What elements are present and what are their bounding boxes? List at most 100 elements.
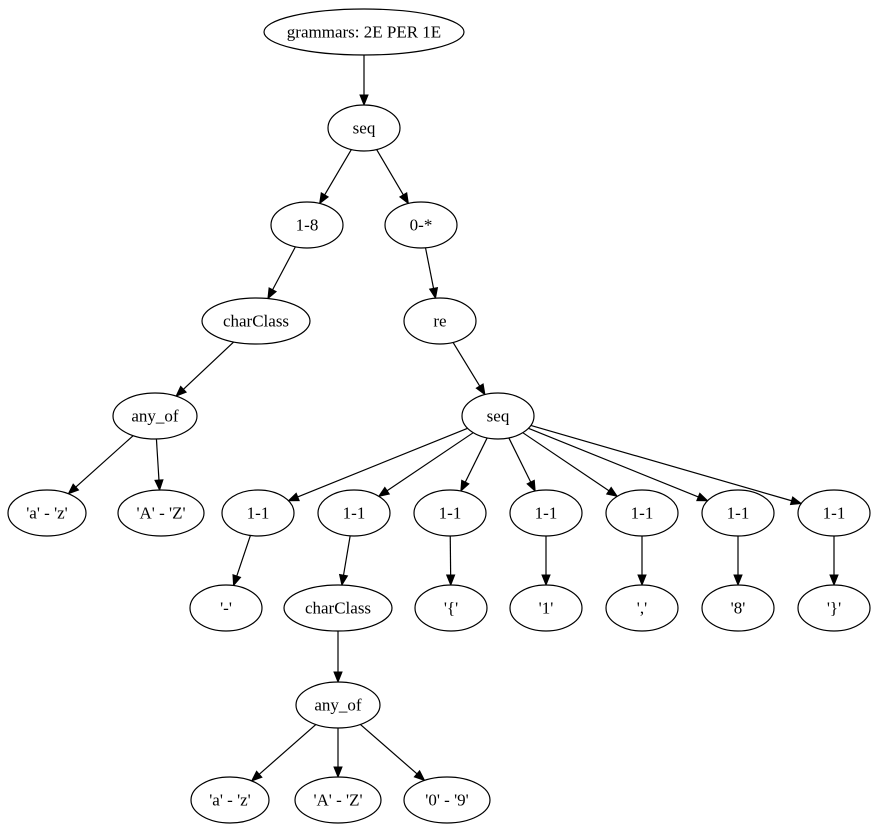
node-ellipse (414, 584, 488, 632)
edge-seq2-to-r11b (377, 432, 474, 498)
arrowhead (526, 479, 536, 493)
node-label: 1-8 (296, 216, 319, 235)
edge-line (424, 247, 435, 289)
node-symbol: '-' (189, 584, 263, 632)
node-label: any_of (314, 696, 362, 715)
arrowhead (250, 770, 263, 782)
node-ellipse (189, 584, 263, 632)
node-charclass: charClass (283, 584, 393, 632)
arrowhead (232, 574, 242, 587)
node-ellipse (117, 489, 205, 537)
node-ellipse (295, 681, 381, 729)
node-1-1: 1-1 (317, 489, 391, 537)
edge-line (297, 427, 468, 498)
arrowhead (398, 192, 410, 205)
nodes-layer: grammars: 2E PER 1E seq 1-8 0-* charClass re a… (7, 8, 871, 824)
node-ellipse (701, 489, 775, 537)
edge-re-to-seq2 (452, 342, 486, 396)
node-ellipse (294, 776, 382, 824)
edge-line (155, 438, 160, 481)
node-label: seq (353, 119, 376, 138)
edge-r11e-to-comma (637, 536, 647, 587)
node-ellipse (317, 489, 391, 537)
node-label: 'A' - 'Z' (136, 504, 185, 523)
node-label: charClass (223, 312, 289, 331)
edge-any1-to-az1 (67, 435, 134, 495)
node-1-1: 1-1 (701, 489, 775, 537)
node-label: '-' (220, 599, 232, 618)
node-0-9: '0' - '9' (403, 776, 491, 824)
edge-seq2-to-r11f (528, 427, 709, 502)
edge-line (508, 437, 532, 483)
node-ellipse (201, 297, 311, 345)
node-label: 1-1 (823, 504, 846, 523)
node-charclass: charClass (201, 297, 311, 345)
node-ellipse (509, 489, 583, 537)
edge-line (452, 342, 481, 387)
arrowhead (733, 574, 743, 587)
node-ellipse (7, 489, 87, 537)
edge-line (528, 427, 699, 498)
node-a-z: 'A' - 'Z' (294, 776, 382, 824)
arrowhead (333, 766, 343, 779)
node-ellipse (797, 489, 871, 537)
edge-line (75, 435, 134, 488)
node-1-8: 1-8 (270, 201, 344, 249)
node-label: 'a' - 'z' (26, 504, 68, 523)
arrowhead (377, 486, 391, 498)
node-a-z: 'A' - 'Z' (117, 489, 205, 537)
arrowhead (696, 492, 709, 502)
node-label: '}' (827, 599, 841, 618)
node-any-of: any_of (295, 681, 381, 729)
edge-r11g-to-rbrace (829, 536, 839, 587)
edge-line (272, 246, 296, 291)
node-label: re (433, 312, 446, 331)
node-ellipse (403, 297, 477, 345)
node-ellipse (190, 776, 270, 824)
node-label: '8' (731, 599, 746, 618)
arrowhead (428, 286, 439, 300)
edge-any2-to-digits (359, 724, 426, 782)
arrowhead (154, 479, 164, 492)
edge-seq2-to-r11d (508, 437, 536, 493)
node-label: 'a' - 'z' (209, 791, 251, 810)
arrowhead (359, 94, 369, 107)
edge-r0s-to-re (424, 247, 439, 300)
node-grammars-2e-per-1e: grammars: 2E PER 1E (263, 8, 465, 56)
node-0: 0-* (384, 201, 458, 249)
node-label: 1-1 (247, 504, 270, 523)
node-1-1: 1-1 (509, 489, 583, 537)
arrowhead (789, 496, 803, 506)
node-label: 1-1 (439, 504, 462, 523)
arrowhead (605, 486, 619, 498)
node-any-of: any_of (112, 392, 198, 440)
edge-line (183, 341, 235, 390)
edge-any2-to-az2 (250, 724, 317, 782)
edge-line (342, 535, 351, 576)
edge-seq1-to-r18 (318, 149, 352, 205)
edge-line (324, 149, 352, 196)
edge-line (376, 149, 404, 196)
edge-any1-to-AZ1 (154, 438, 164, 492)
node-symbol: '{' (414, 584, 488, 632)
arrowhead (829, 574, 839, 587)
node-ellipse (413, 489, 487, 537)
node-ellipse (263, 8, 465, 56)
edge-seq1-to-r0s (376, 149, 410, 205)
arrowhead (338, 573, 349, 587)
edge-seq2-to-r11e (522, 432, 619, 498)
node-ellipse (283, 584, 393, 632)
edge-root-to-seq1 (359, 55, 369, 107)
edge-line (236, 535, 251, 577)
node-symbol: ',' (605, 584, 679, 632)
edge-line (522, 432, 610, 492)
edge-r11d-to-one (541, 536, 551, 587)
edge-line (464, 437, 488, 483)
node-ellipse (112, 392, 198, 440)
node-label: 0-* (410, 216, 433, 235)
arrowhead (637, 574, 647, 587)
node-label: ',' (637, 599, 647, 618)
node-seq: seq (461, 392, 535, 440)
